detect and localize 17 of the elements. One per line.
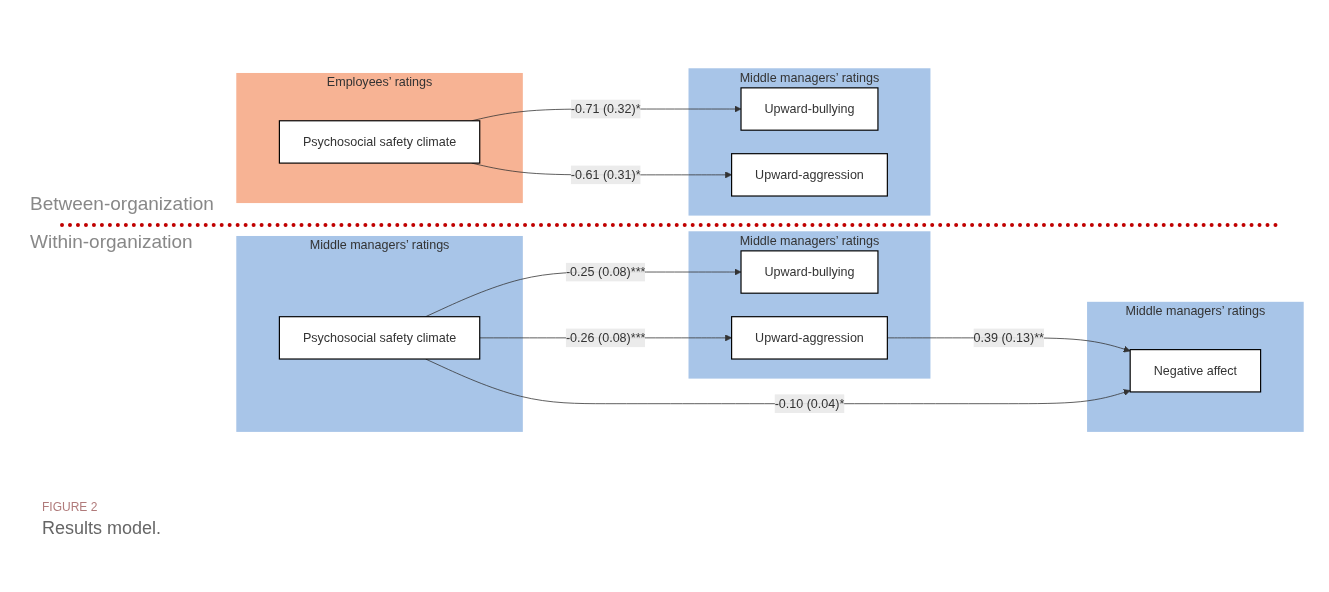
node-box: Upward-bullying (740, 87, 879, 131)
edge-label: 0.39 (0.13)** (973, 330, 1044, 345)
edge-label: -0.25 (0.08)*** (565, 264, 646, 279)
edge-label: -0.61 (0.31)* (570, 167, 641, 182)
node-box: Negative affect (1129, 348, 1262, 393)
section-label: Between-organization (30, 193, 214, 216)
edge-label: -0.10 (0.04)* (774, 396, 845, 410)
figure-number: FIGURE 2 (42, 500, 98, 514)
section-label: Within-organization (30, 231, 193, 254)
node-box: Upward-aggression (731, 316, 888, 360)
edge-label: -0.26 (0.08)*** (565, 330, 646, 345)
node-box: Upward-bullying (740, 250, 879, 294)
node-box: Psychosocial safety climate (278, 120, 481, 164)
edge-label: -0.71 (0.32)* (570, 101, 641, 116)
node-box: Psychosocial safety climate (278, 316, 481, 360)
node-box: Upward-aggression (731, 153, 888, 197)
caption: Results model. (42, 518, 162, 539)
